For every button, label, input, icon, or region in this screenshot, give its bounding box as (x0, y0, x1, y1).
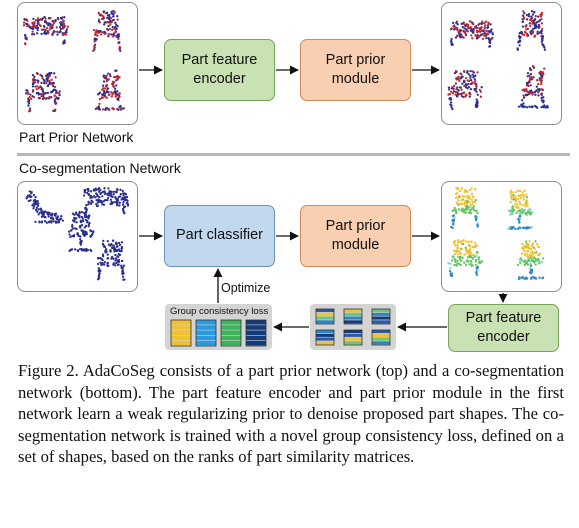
armchair-pointcloud (24, 71, 61, 113)
sofa-pointcloud (449, 20, 494, 48)
part-prior-module-box-top: Part prior module (300, 39, 411, 101)
part-feature-encoder-label-bottom: Part feature encoder (465, 309, 542, 345)
stool-pointcloud (96, 239, 126, 281)
input-shapes-panel-bottom (17, 181, 138, 292)
flow-arrows (139, 65, 508, 332)
input-chairs-pointcloud (25, 186, 130, 281)
part-prior-network-title: Part Prior Network (19, 129, 134, 145)
group-consistency-loss-label: Group consistency loss (170, 306, 269, 317)
output-shapes-panel-top (441, 2, 562, 125)
segmented-chair-pointcloud (516, 240, 545, 281)
rocking-chair-pointcloud (94, 69, 125, 111)
denoised-shapes-pointcloud (447, 10, 549, 111)
part-classifier-label: Part classifier (175, 227, 264, 244)
segmented-shapes-panel (441, 181, 562, 292)
sofa-pointcloud (22, 15, 69, 46)
figure-caption: Figure 2. AdaCoSeg consists of a part pr… (18, 361, 564, 467)
part-feature-encoder-label: Part feature encoder (181, 51, 258, 87)
noisy-shapes-pointcloud (22, 10, 125, 113)
table-chair-pointcloud (82, 186, 130, 215)
segmented-chair-pointcloud (447, 239, 484, 278)
similarity-matrix-icon (315, 308, 391, 346)
similarity-matrices-panel (310, 304, 396, 350)
part-prior-module-label: Part prior module (325, 51, 386, 87)
lounge-chair-pointcloud (25, 190, 65, 224)
optimize-label: Optimize (221, 281, 271, 295)
chair-pointcloud (92, 10, 122, 53)
co-segmentation-network-title: Co-segmentation Network (19, 160, 181, 176)
part-prior-module-box-bottom: Part prior module (300, 205, 411, 267)
swivel-chair-pointcloud (68, 210, 95, 253)
part-prior-module-label-bottom: Part prior module (325, 217, 386, 253)
armchair-pointcloud (447, 69, 483, 111)
rocking-chair-pointcloud (517, 65, 549, 109)
part-feature-encoder-box-top: Part feature encoder (164, 39, 275, 101)
segmented-chairs-pointcloud (447, 186, 545, 281)
ranked-matrix-icon (170, 319, 267, 347)
segmented-chair-pointcloud (507, 189, 533, 231)
part-feature-encoder-box-bottom: Part feature encoder (448, 304, 559, 352)
part-classifier-box: Part classifier (164, 205, 275, 267)
segmented-chair-pointcloud (450, 186, 479, 230)
group-consistency-loss-panel: Group consistency loss (165, 304, 272, 350)
section-divider (17, 153, 570, 156)
input-shapes-panel-top (17, 2, 138, 125)
chair-pointcloud (516, 10, 547, 51)
